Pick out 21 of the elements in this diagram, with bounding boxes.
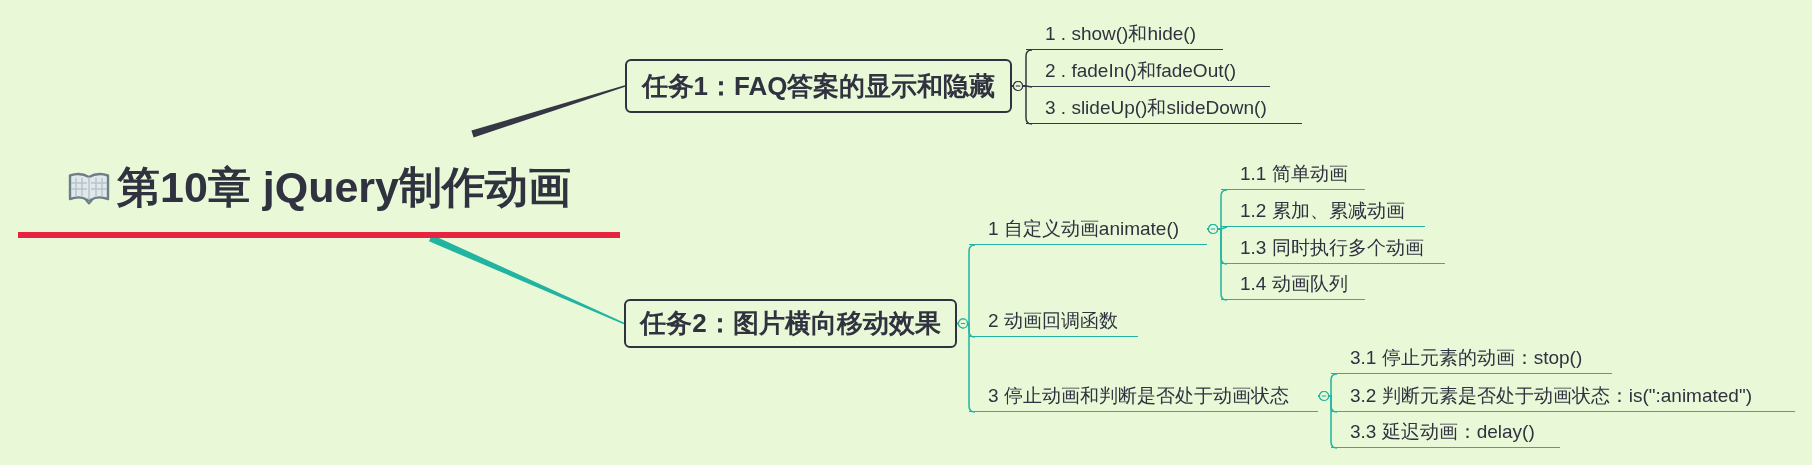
subtopic: 2 动画回调函数	[969, 305, 1138, 337]
subtopic: 1.2 累加、累减动画	[1221, 195, 1425, 227]
subtopic: 1.1 简单动画	[1221, 158, 1365, 190]
subtopic: 3.3 延迟动画：delay()	[1331, 416, 1560, 448]
connector-line	[1011, 80, 1033, 125]
subtopic: 3 . slideUp()和slideDown()	[1026, 92, 1302, 124]
branch-line	[471, 85, 626, 138]
topic-title: 第10章 jQuery制作动画	[117, 162, 571, 213]
subtopic: 1 自定义动画animate()	[969, 213, 1207, 245]
topic-box: 任务2：图片横向移动效果	[624, 299, 957, 348]
connector-line	[1206, 223, 1228, 301]
subtopic: 3.2 判断元素是否处于动画状态：is(":animated")	[1331, 380, 1795, 412]
subtopic: 1.4 动画队列	[1221, 268, 1365, 300]
subtopic: 3.1 停止元素的动画：stop()	[1331, 342, 1612, 374]
subtopic: 1 . show()和hide()	[1026, 18, 1223, 50]
subtopic: 3 停止动画和判断是否处于动画状态	[969, 380, 1318, 412]
subtopic: 1.3 同时执行多个动画	[1221, 232, 1445, 264]
subtopic: 2 . fadeIn()和fadeOut()	[1026, 55, 1270, 87]
topic-box: 任务1：FAQ答案的显示和隐藏	[625, 59, 1012, 113]
connector-line	[1317, 390, 1338, 449]
connector-line	[956, 318, 976, 413]
